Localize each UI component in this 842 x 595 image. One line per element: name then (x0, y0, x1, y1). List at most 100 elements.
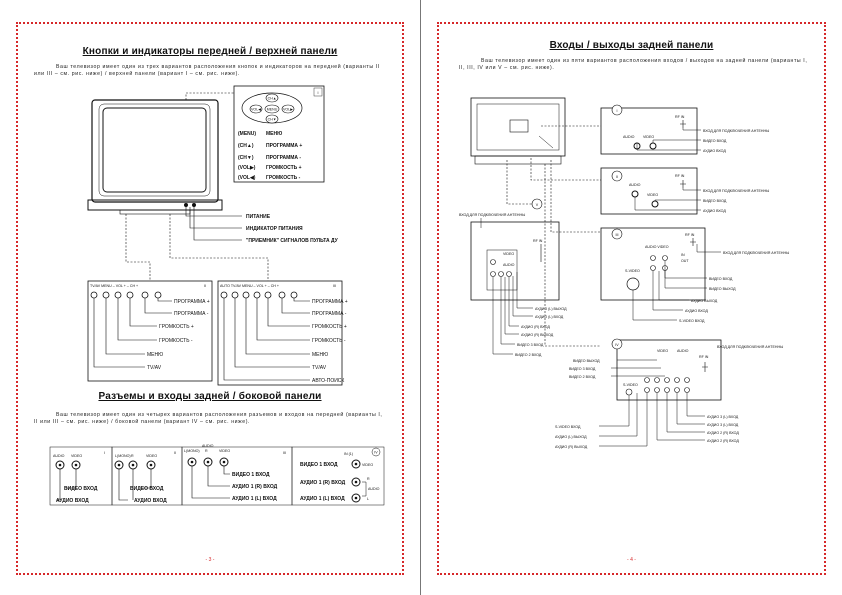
rear-v-label: АУДИО (R) ВЫХОД (521, 333, 554, 337)
panel-i-row-text: ГРОМКОСТЬ - (266, 175, 301, 181)
page-frame-left (16, 22, 404, 575)
rear-variant-iv: IV RF IN S-VIDEO VIDEO AUDIO ВХОД ДЛЯ ПО… (555, 338, 783, 449)
jack-iv-side: R (367, 477, 370, 481)
rear-iii-tag: S-VIDEO (625, 269, 640, 273)
rear-iv-tag: AUDIO (677, 349, 689, 353)
jack-iii-top: AUDIO (202, 444, 214, 448)
panel-iii-label: ПРОГРАММА - (312, 311, 347, 317)
rear-i-label: АУДИО ВХОД (703, 149, 726, 153)
rear-iv-right-label: АУДИО 3 (L) ВХОД (707, 423, 739, 427)
panel-i-btn-ch-down: CH▼ (268, 118, 277, 122)
jack-i-top: AUDIO (53, 454, 65, 458)
rear-iv-right-label: АУДИО 3 (L) ВХОД (707, 415, 739, 419)
panel-i-row-code: (CH▲) (238, 143, 254, 149)
panel-ii-label: TV/AV (147, 365, 162, 371)
panel-ii-label: ГРОМКОСТЬ + (159, 324, 194, 330)
jack-iii-top: L(MONO) (184, 449, 200, 453)
panel-i-row-code: (VOL◀) (238, 175, 256, 181)
rear-i-label: ВИДЕО ВХОД (703, 139, 727, 143)
rear-iv-bottom-label: АУДИО (R) ВЫХОД (555, 445, 588, 449)
rear-v-tag: AUDIO (503, 263, 515, 267)
rear-iii-tag: AUDIO VIDEO (645, 245, 669, 249)
panel-ii-label: ПРОГРАММА + (174, 299, 210, 305)
jack-iv-roman: IV (374, 451, 378, 455)
rear-i-tag: AUDIO (623, 135, 635, 139)
jack-i-bottom: ВИДЕО ВХОД (64, 486, 98, 492)
rear-ii-tag: VIDEO (647, 193, 658, 197)
panel-i-row-text: ПРОГРАММА + (266, 143, 302, 149)
rear-iii-label: АУДИО ВХОД (685, 309, 708, 313)
section-title-rear-panel: Входы / выходы задней панели (549, 40, 714, 51)
front-panel-diagram: I CH▲ VOL◀ MENU VOL▶ CH▼ (MENU) МЕНЮ (CH… (87, 85, 348, 386)
rear-iv-right-label: АУДИО 2 (R) ВХОД (707, 439, 739, 443)
intro-paragraph-rear: Ваш телевизор имеет один из пяти вариант… (459, 58, 808, 71)
page-number-left: - 3 - (205, 557, 215, 563)
panel-i-btn-menu: MENU (267, 108, 278, 112)
rear-variant-iii: III AUDIO VIDEO RF IN S-VIDEO IN OUT ВХО… (600, 227, 789, 323)
panel-i-row-text: ГРОМКОСТЬ + (266, 165, 302, 171)
rear-ii-label: ВХОД ДЛЯ ПОДКЛЮЧЕНИЯ АНТЕННЫ (703, 189, 769, 193)
jack-variant-i: I AUDIO VIDEO ВИДЕО ВХОД АУДИО ВХОД (49, 446, 113, 506)
rear-ii-tag: AUDIO (629, 183, 641, 187)
intro-paragraph-front: Ваш телевизор имеет один из трех вариант… (34, 64, 380, 77)
rear-iii-tag: OUT (681, 259, 689, 263)
jack-i-bottom: АУДИО ВХОД (56, 498, 89, 504)
panel-i-btn-vol-right: VOL▶ (283, 108, 294, 112)
panel-ii-header: TV/AV MENU – VOL + – CH + (90, 284, 138, 288)
rear-variant-v: V ВХОД ДЛЯ ПОДКЛЮЧЕНИЯ АНТЕННЫ RF IN VID… (459, 198, 567, 357)
rear-iii-roman: III (616, 233, 619, 237)
rear-iii-label: S-VIDEO ВХОД (679, 319, 705, 323)
panel-ii-label: ГРОМКОСТЬ - (159, 338, 193, 344)
rear-iv-left-label: ВИДЕО 2 ВХОД (569, 375, 596, 379)
jack-iv-bottom: ВИДЕО 1 ВХОД (300, 462, 338, 468)
rear-iii-tag: IN (681, 253, 685, 257)
panel-ii-label: ПРОГРАММА - (174, 311, 209, 317)
rear-iii-label: ВИДЕО ВХОД (709, 277, 733, 281)
jack-iv-top: IN (1) (344, 452, 353, 456)
rear-iv-tag: RF IN (699, 355, 709, 359)
rear-variant-i: I RF IN AUDIO VIDEO ВХОД ДЛЯ ПОДКЛЮЧЕНИЯ… (600, 104, 769, 155)
rear-i-tag: RF IN (675, 115, 685, 119)
page-left: Кнопки и индикаторы передней / верхней п… (16, 0, 421, 595)
panel-iii-label: ПРОГРАММА + (312, 299, 348, 305)
rear-v-label: АУДИО (L) ВХОД (535, 315, 564, 319)
jack-iv-bottom: АУДИО 1 (R) ВХОД (300, 480, 346, 486)
jack-variant-iv: IV IN (1) ВИДЕО 1 ВХОД АУДИО 1 (R) ВХОД … (291, 446, 385, 506)
jack-variant-iii: III L(MONO) AUDIO R VIDEO ВИДЕО 1 ВХОД А… (181, 444, 293, 506)
panel-iii-roman: III (333, 284, 336, 288)
panel-i-row-code: (VOL▶) (238, 165, 256, 171)
rear-iii-label: ВИДЕО ВЫХОД (709, 287, 736, 291)
section-title-front-panel: Кнопки и индикаторы передней / верхней п… (82, 46, 338, 57)
rear-v-label: АУДИО (R) ВХОД (521, 325, 550, 329)
jack-iii-top: R (205, 449, 208, 453)
jack-i-roman: I (104, 451, 105, 455)
rear-iv-left-label: ВИДЕО 3 ВХОД (569, 367, 596, 371)
jack-iv-side: L (367, 497, 369, 501)
panel-iii-label: ГРОМКОСТЬ - (312, 338, 346, 344)
jack-ii-bottom: ВИДЕО ВХОД (130, 486, 164, 492)
jack-ii-top: VIDEO (146, 454, 157, 458)
panel-iii-label: АВТО-ПОИСК (312, 378, 344, 384)
callout-power-indicator: ИНДИКАТОР ПИТАНИЯ (246, 226, 303, 232)
jack-variants-diagram: I AUDIO VIDEO ВИДЕО ВХОД АУДИО ВХОД II L… (49, 444, 385, 506)
rear-leaders (506, 125, 601, 347)
panel-ii-roman: II (204, 284, 206, 288)
rear-i-tag: VIDEO (643, 135, 654, 139)
jack-iii-bottom: АУДИО 1 (L) ВХОД (232, 496, 277, 502)
panel-i-row-code: (MENU) (238, 131, 256, 137)
rear-v-roman: V (536, 203, 539, 207)
jack-ii-top: L(MONO) (115, 454, 131, 458)
jack-iii-roman: III (283, 451, 286, 455)
panel-iii-label: TV/AV (312, 365, 327, 371)
panel-iii-label: МЕНЮ (312, 352, 328, 358)
rear-iv-right-label: АУДИО 2 (R) ВХОД (707, 431, 739, 435)
rear-iv-left-label: ВИДЕО ВЫХОД (573, 359, 600, 363)
panel-ii-label: МЕНЮ (147, 352, 163, 358)
rear-iv-roman: IV (615, 343, 619, 347)
rear-i-roman: I (617, 109, 618, 113)
page-number-right: - 4 - (627, 557, 636, 563)
rear-iv-tag: S-VIDEO (623, 383, 638, 387)
panel-i-row-text: МЕНЮ (266, 131, 282, 137)
jack-iii-top: VIDEO (219, 449, 230, 453)
rear-v-top-label: ВХОД ДЛЯ ПОДКЛЮЧЕНИЯ АНТЕННЫ (459, 213, 525, 217)
